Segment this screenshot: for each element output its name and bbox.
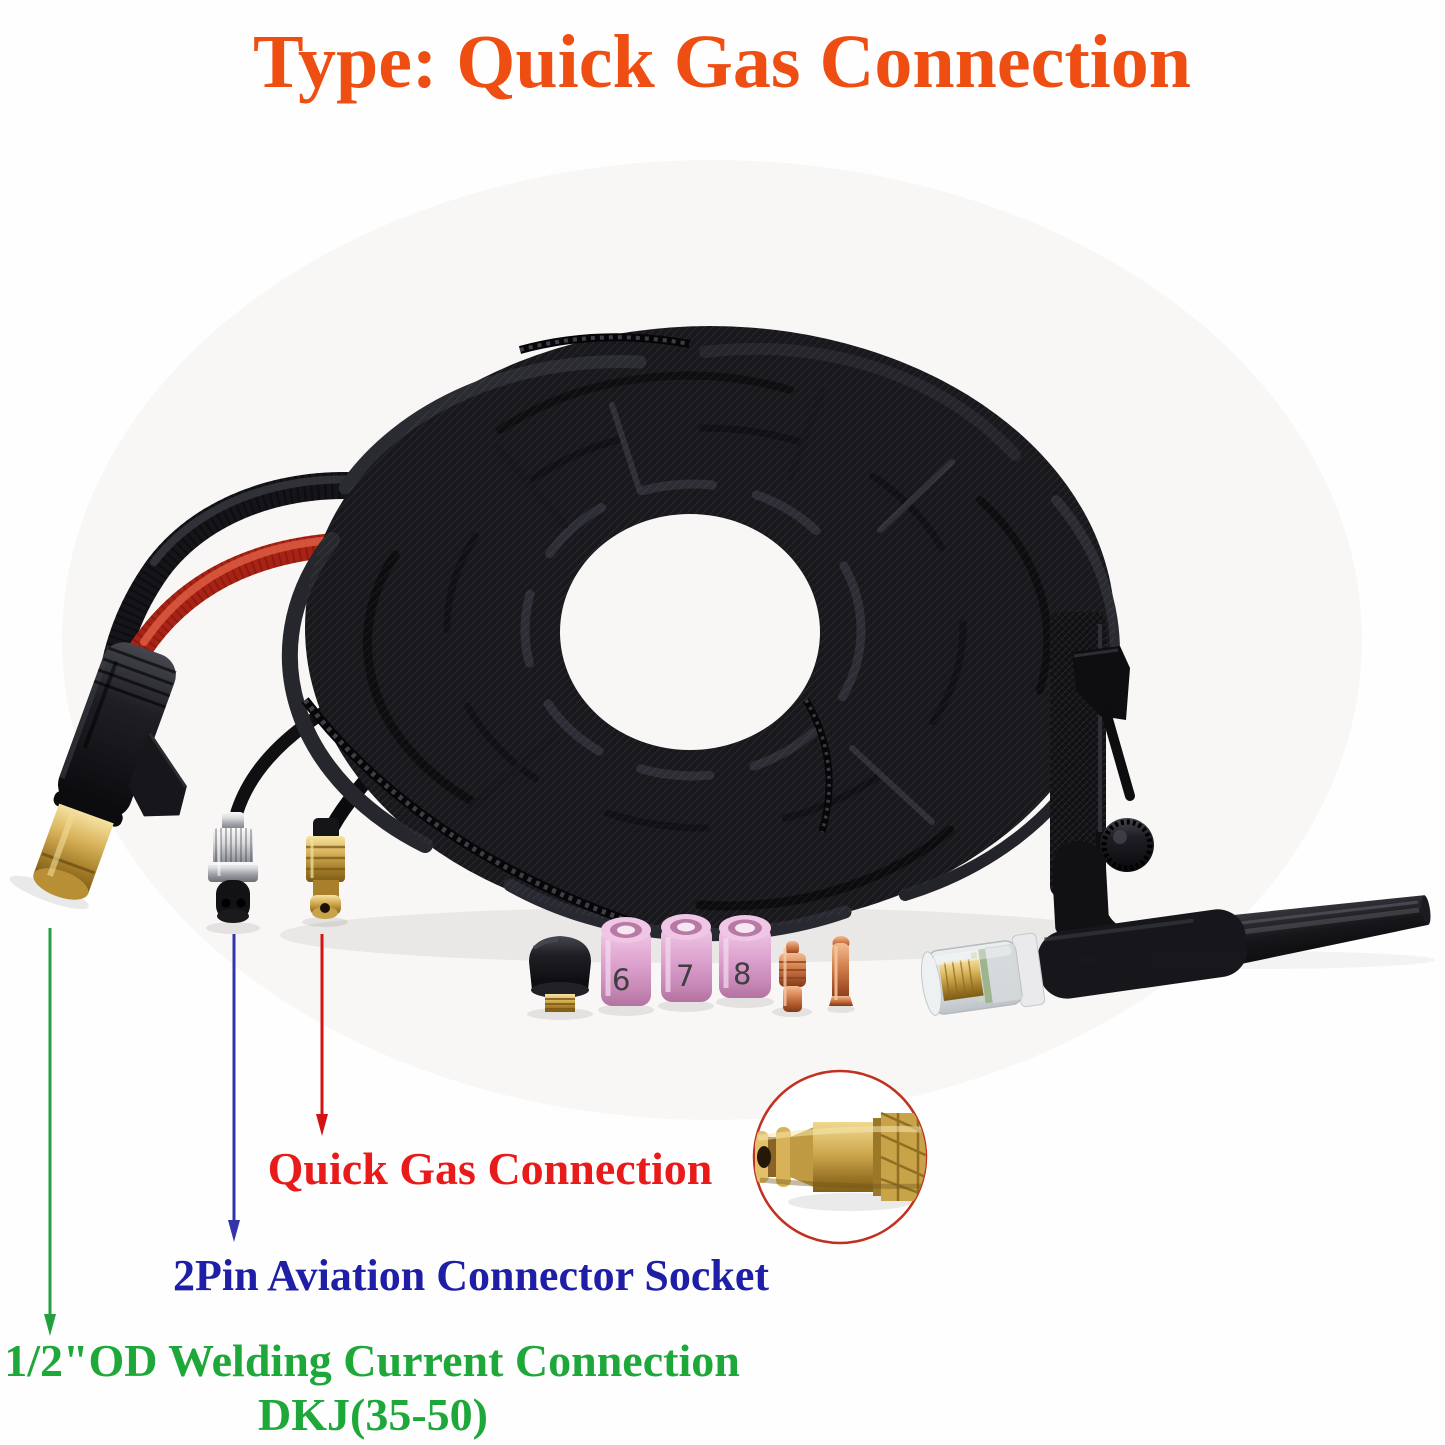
arrow-quick-gas xyxy=(316,934,328,1136)
ceramic-cup-6: 6 xyxy=(598,917,654,1016)
inset-fitting-hole xyxy=(757,1146,771,1168)
torch-head xyxy=(920,895,1431,1016)
dkj-side-tab xyxy=(128,729,187,817)
arrow-aviation xyxy=(228,934,240,1242)
page-title: Type: Quick Gas Connection xyxy=(252,20,1192,104)
back-cap xyxy=(527,936,593,1020)
inset-brass-fitting xyxy=(755,1111,926,1211)
collet xyxy=(827,936,855,1013)
inset-circle xyxy=(752,1069,928,1245)
collet-body xyxy=(772,941,812,1017)
cable-coil xyxy=(280,326,1120,963)
aviation-pin-hole xyxy=(221,898,231,908)
gas-lens-brass-insert xyxy=(938,957,984,1002)
torch-knob xyxy=(1096,818,1154,872)
aviation-black-face xyxy=(216,880,250,920)
gas-lens-cup xyxy=(920,940,1023,1016)
dkj-connector xyxy=(9,642,187,910)
handle-shadow xyxy=(1065,951,1435,969)
label-quick-gas: Quick Gas Connection xyxy=(267,1143,713,1194)
ceramic-cup-8: 8 xyxy=(716,915,774,1008)
sleeve-zipper xyxy=(301,333,833,930)
label-welding-current-line2: DKJ(35-50) xyxy=(258,1389,488,1440)
cup-size-label: 6 xyxy=(612,963,630,997)
cup-size-label: 8 xyxy=(733,957,751,991)
quick-gas-connector xyxy=(302,818,348,927)
ceramic-cup-7: 7 xyxy=(658,914,714,1012)
cup-size-label: 7 xyxy=(676,959,694,993)
label-welding-current-line1: 1/2"OD Welding Current Connection xyxy=(4,1335,740,1386)
dkj-brass-pin xyxy=(33,803,114,900)
label-aviation-socket: 2Pin Aviation Connector Socket xyxy=(172,1251,770,1300)
torch-trigger xyxy=(1072,646,1135,801)
gas-fitting-hole xyxy=(320,903,330,913)
aviation-pin-hole xyxy=(236,898,246,908)
aviation-connector xyxy=(206,812,260,934)
arrow-welding-current xyxy=(44,928,56,1336)
photo-backdrop xyxy=(62,160,1362,1120)
